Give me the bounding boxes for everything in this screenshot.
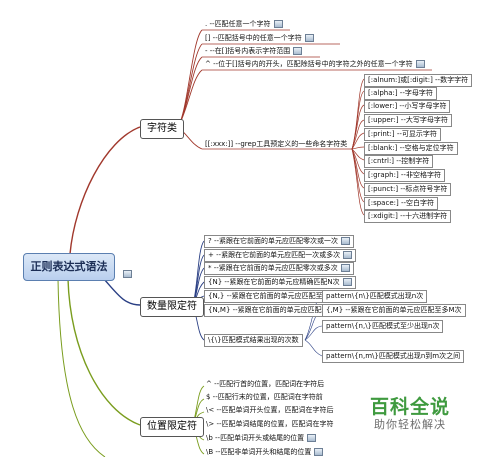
note-icon — [314, 448, 324, 456]
note-icon — [304, 34, 314, 42]
wire-root-extra — [57, 278, 106, 457]
char-class-item[interactable]: [] --匹配括号中的任意一个字符 — [205, 34, 314, 44]
posix-item[interactable]: [:alnum:]或[:digit:] --数字字符 — [364, 74, 473, 87]
escaped-count-item[interactable]: pattern\{n,\}匹配模式至少出现n次 — [322, 320, 444, 333]
char-class-item[interactable]: ^ --位于[]括号内的开头，匹配除括号中的字符之外的任意一个字符 — [205, 60, 425, 70]
char-class-item[interactable]: . --匹配任意一个字符 — [205, 20, 283, 30]
note-icon — [342, 278, 352, 286]
branch-quantifier[interactable]: 数量限定符 — [140, 297, 204, 317]
escaped-count-item[interactable]: {,M} --紧跟在它前面的单元应匹配至多M次 — [322, 304, 466, 317]
branch-label: 数量限定符 — [147, 301, 197, 312]
note-icon — [293, 47, 303, 55]
watermark-subtitle: 助你轻松解决 — [374, 418, 446, 431]
note-icon — [343, 251, 353, 259]
escaped-count-item[interactable]: pattern\{n\}匹配模式出现n次 — [322, 290, 428, 303]
position-item[interactable]: ^ --匹配行首的位置，匹配词在字符后 — [206, 380, 325, 388]
posix-item[interactable]: [:print:] --可显示字符 — [364, 128, 441, 141]
escaped-count-node[interactable]: \{\}匹配模式结果出现的次数 — [204, 334, 303, 347]
branch-label: 字符类 — [147, 123, 177, 134]
posix-item[interactable]: [:space:] --空白字符 — [364, 197, 438, 210]
position-item[interactable]: \b --匹配单词开头或结尾的位置 — [206, 434, 317, 444]
posix-item[interactable]: [:xdigit:] --十六进制字符 — [364, 210, 452, 223]
note-icon — [341, 237, 350, 245]
posix-item[interactable]: [:graph:] --非空格字符 — [364, 169, 445, 182]
wire-root-quantifier — [103, 278, 141, 306]
posix-item[interactable]: [:alpha:] --字母字符 — [364, 87, 437, 100]
watermark-logo: 百科全说 助你轻松解决 — [370, 392, 480, 432]
position-item[interactable]: \< --匹配单词开头位置，匹配词在字符后 — [206, 406, 334, 414]
branch-label: 位置限定符 — [147, 421, 197, 432]
char-class-item[interactable]: - --在[]括号内表示字符范围 — [205, 47, 303, 57]
wire-root-position — [67, 278, 141, 426]
position-item[interactable]: $ --匹配行末的位置，匹配词在字符前 — [206, 393, 323, 401]
note-icon — [273, 20, 283, 28]
watermark-title: 百科全说 — [370, 396, 451, 418]
posix-item[interactable]: [:upper:] --大写字母字符 — [364, 114, 452, 127]
posix-item[interactable]: [:cntrl:] --控制字符 — [364, 155, 434, 168]
quantifier-item[interactable]: ? --紧跟在它前面的单元应匹配零次或一次 — [204, 235, 354, 248]
root-title[interactable]: 正则表达式语法 — [23, 253, 115, 281]
escaped-count-item[interactable]: pattern\{n,m\}匹配模式出现n到m次之间 — [322, 350, 465, 363]
branch-char-class[interactable]: 字符类 — [140, 119, 184, 139]
quantifier-item[interactable]: + --紧跟在它前面的单元应匹配一次或多次 — [204, 249, 357, 262]
position-item[interactable]: \B --匹配非单词开头和结尾的位置 — [206, 448, 324, 458]
branch-position[interactable]: 位置限定符 — [140, 417, 204, 437]
posix-item[interactable]: [:punct:] --标点符号字符 — [364, 183, 452, 196]
note-icon — [123, 270, 132, 278]
posix-item[interactable]: [:lower:] --小写字母字符 — [364, 100, 451, 113]
posix-class-node[interactable]: [[:xxx:]] --grep工具预定义的一些命名字符类 — [205, 140, 348, 148]
posix-item[interactable]: [:blank:] --空格与定位字符 — [364, 142, 458, 155]
quantifier-item[interactable]: {N} --紧跟在它前面的单元应精确匹配N次 — [204, 276, 356, 289]
note-icon — [340, 264, 350, 272]
note-icon — [415, 60, 425, 68]
quantifier-item[interactable]: * --紧跟在它前面的单元应匹配零次或多次 — [204, 262, 354, 275]
note-icon — [307, 434, 317, 442]
wire-root-char-class — [69, 126, 141, 255]
position-item[interactable]: \> --匹配单词结尾的位置，匹配词在字符 — [206, 420, 334, 428]
